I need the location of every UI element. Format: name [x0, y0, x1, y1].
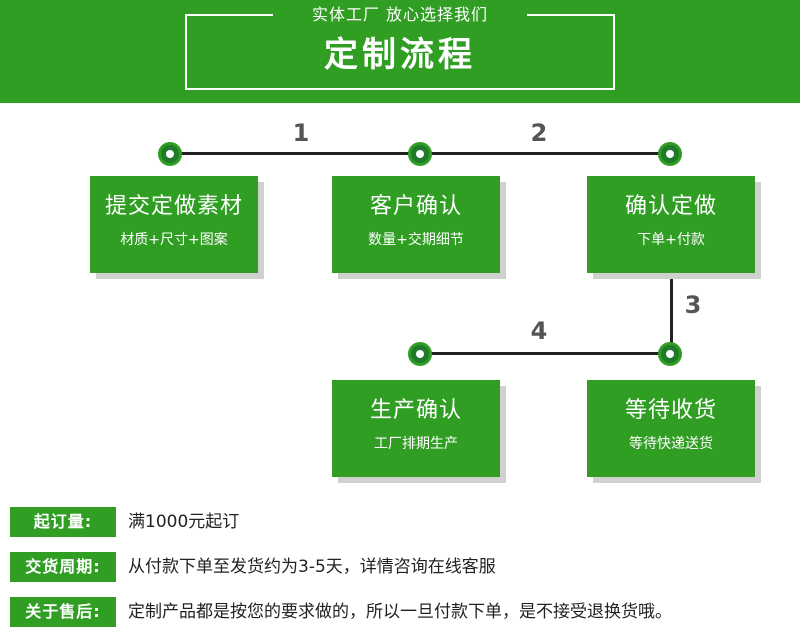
- step-box-1: 提交定做素材 材质+尺寸+图案: [90, 176, 258, 273]
- step-title: 提交定做素材: [104, 194, 243, 219]
- flow-node-3: [658, 142, 682, 166]
- step-title: 生产确认: [369, 398, 462, 423]
- flow-node-2: [408, 142, 432, 166]
- step-title: 等待收货: [624, 398, 717, 423]
- step-number-2: 2: [530, 119, 548, 147]
- step-box-2: 客户确认 数量+交期细节: [332, 176, 500, 273]
- step-box-3: 确认定做 下单+付款: [587, 176, 755, 273]
- step-subtitle: 数量+交期细节: [368, 232, 464, 248]
- step-subtitle: 等待快递送货: [629, 436, 713, 452]
- step-box-5: 等待收货 等待快递送货: [587, 380, 755, 477]
- header-subtitle: 实体工厂 放心选择我们: [311, 5, 489, 24]
- frame-border-top-left: [185, 14, 273, 16]
- step-subtitle: 下单+付款: [637, 232, 705, 248]
- info-label: 关于售后:: [10, 597, 116, 627]
- step-number-3: 3: [684, 291, 702, 319]
- connector-line-vertical: [670, 278, 673, 355]
- frame-border-left: [185, 14, 187, 90]
- step-title: 确认定做: [624, 194, 717, 219]
- info-label: 起订量:: [10, 507, 116, 537]
- info-text: 定制产品都是按您的要求做的，所以一旦付款下单，是不接受退换货哦。: [128, 602, 672, 622]
- step-title: 客户确认: [369, 194, 462, 219]
- step-number-4: 4: [530, 317, 548, 345]
- frame-border-bottom: [185, 88, 615, 90]
- flow-node-1: [158, 142, 182, 166]
- connector-line-bottom: [422, 352, 672, 355]
- step-number-1: 1: [292, 119, 310, 147]
- header-banner: 实体工厂 放心选择我们 定制流程: [0, 0, 800, 103]
- step-subtitle: 材质+尺寸+图案: [120, 232, 228, 248]
- info-text: 满1000元起订: [128, 512, 240, 532]
- flow-node-5: [658, 342, 682, 366]
- info-text: 从付款下单至发货约为3-5天，详情咨询在线客服: [128, 557, 496, 577]
- step-box-4: 生产确认 工厂排期生产: [332, 380, 500, 477]
- frame-border-right: [613, 14, 615, 90]
- flow-node-4: [408, 342, 432, 366]
- step-subtitle: 工厂排期生产: [374, 436, 458, 452]
- page-title: 定制流程: [324, 35, 476, 75]
- info-label: 交货周期:: [10, 552, 116, 582]
- frame-border-top-right: [527, 14, 615, 16]
